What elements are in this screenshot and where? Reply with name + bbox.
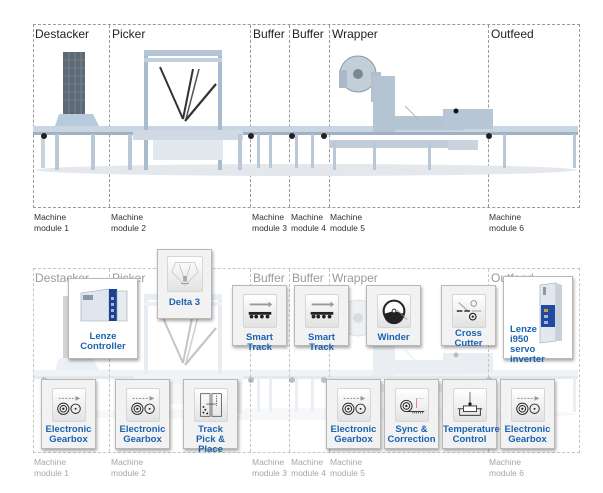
bottom-software-modules-layout: Destacker Picker Buffer Buffer Wrapper O… bbox=[0, 240, 603, 493]
machine-line-frame: Destacker Picker Buffer Buffer Wrapper O… bbox=[33, 24, 580, 208]
card-electronic-gearbox-4[interactable]: Electronic Gearbox bbox=[500, 379, 555, 449]
module-label-6: Machine module 6 bbox=[489, 457, 524, 478]
card-label: Electronic Gearbox bbox=[330, 424, 377, 445]
module-label-5: Machine module 5 bbox=[330, 457, 365, 478]
card-label: Lenze i950 servo inverter bbox=[510, 324, 545, 365]
zone-divider bbox=[289, 25, 290, 207]
card-temperature-control[interactable]: Temperature Control bbox=[442, 379, 500, 449]
card-smart-track-1[interactable]: Smart Track bbox=[232, 285, 287, 353]
zone-label-buffer-2: Buffer bbox=[292, 27, 324, 41]
card-lenze-i950[interactable]: Lenze i950 servo inverter bbox=[503, 276, 573, 365]
card-label: Electronic Gearbox bbox=[504, 424, 551, 445]
card-label: Smart Track bbox=[246, 332, 273, 353]
electronic-gearbox-icon bbox=[510, 388, 545, 422]
controller-hardware-icon bbox=[80, 288, 128, 322]
module-label-3: Machine module 3 bbox=[252, 212, 287, 233]
card-electronic-gearbox-1[interactable]: Electronic Gearbox bbox=[41, 379, 96, 449]
card-label: Delta 3 bbox=[168, 297, 201, 308]
zone-label-destacker: Destacker bbox=[35, 27, 90, 41]
module-label-4: Machine module 4 bbox=[291, 212, 326, 233]
zone-divider bbox=[109, 25, 110, 207]
card-smart-track-2[interactable]: Smart Track bbox=[294, 285, 349, 353]
card-label: Electronic Gearbox bbox=[119, 424, 166, 445]
zone-label-buffer-1: Buffer bbox=[253, 27, 285, 41]
smart-track-icon bbox=[304, 294, 339, 328]
module-label-2: Machine module 2 bbox=[111, 212, 146, 233]
winder-icon bbox=[376, 294, 411, 328]
card-winder[interactable]: Winder bbox=[366, 285, 421, 346]
module-label-1: Machine module 1 bbox=[34, 212, 69, 233]
card-cross-cutter[interactable]: Cross Cutter bbox=[441, 285, 496, 349]
servo-inverter-hardware-icon bbox=[539, 282, 562, 344]
module-label-2: Machine module 2 bbox=[111, 457, 146, 478]
smart-track-icon bbox=[242, 294, 277, 328]
card-sync-correction[interactable]: Sync & Correction bbox=[384, 379, 439, 449]
track-pick-place-icon bbox=[193, 388, 228, 422]
card-label: Smart Track bbox=[308, 332, 335, 353]
zone-label-buffer-1: Buffer bbox=[253, 271, 285, 285]
zone-label-picker: Picker bbox=[112, 27, 146, 41]
module-label-4: Machine module 4 bbox=[291, 457, 326, 478]
cross-cutter-icon bbox=[451, 294, 486, 328]
electronic-gearbox-icon bbox=[51, 388, 86, 422]
card-track-pick-place[interactable]: Track Pick & Place bbox=[183, 379, 238, 455]
module-label-1: Machine module 1 bbox=[34, 457, 69, 478]
zone-label-buffer-2: Buffer bbox=[292, 271, 324, 285]
card-delta-3[interactable]: Delta 3 bbox=[157, 249, 212, 319]
electronic-gearbox-icon bbox=[336, 388, 371, 422]
top-machine-layout: Destacker Picker Buffer Buffer Wrapper O… bbox=[0, 0, 603, 240]
card-label: Electronic Gearbox bbox=[45, 424, 92, 445]
zone-label-wrapper: Wrapper bbox=[332, 271, 378, 285]
card-label: Track Pick & Place bbox=[195, 424, 226, 455]
zone-label-wrapper: Wrapper bbox=[332, 27, 378, 41]
sync-correction-icon bbox=[394, 388, 429, 422]
module-label-5: Machine module 5 bbox=[330, 212, 365, 233]
electronic-gearbox-icon bbox=[125, 388, 160, 422]
card-label: Winder bbox=[377, 332, 410, 343]
card-label: Sync & Correction bbox=[387, 424, 436, 445]
card-label: Lenze Controller bbox=[80, 331, 126, 352]
module-label-6: Machine module 6 bbox=[489, 212, 524, 233]
zone-label-outfeed: Outfeed bbox=[491, 27, 534, 41]
card-label: Cross Cutter bbox=[454, 328, 483, 349]
zone-divider bbox=[289, 269, 290, 452]
delta-robot-icon bbox=[166, 256, 203, 292]
card-lenze-controller[interactable]: Lenze Controller bbox=[68, 278, 138, 359]
card-electronic-gearbox-2[interactable]: Electronic Gearbox bbox=[115, 379, 170, 449]
temperature-control-icon bbox=[452, 388, 487, 422]
card-electronic-gearbox-3[interactable]: Electronic Gearbox bbox=[326, 379, 381, 449]
zone-divider bbox=[329, 25, 330, 207]
module-label-3: Machine module 3 bbox=[252, 457, 287, 478]
card-label: Temperature Control bbox=[443, 424, 500, 445]
zone-divider bbox=[488, 25, 489, 207]
zone-divider bbox=[250, 25, 251, 207]
